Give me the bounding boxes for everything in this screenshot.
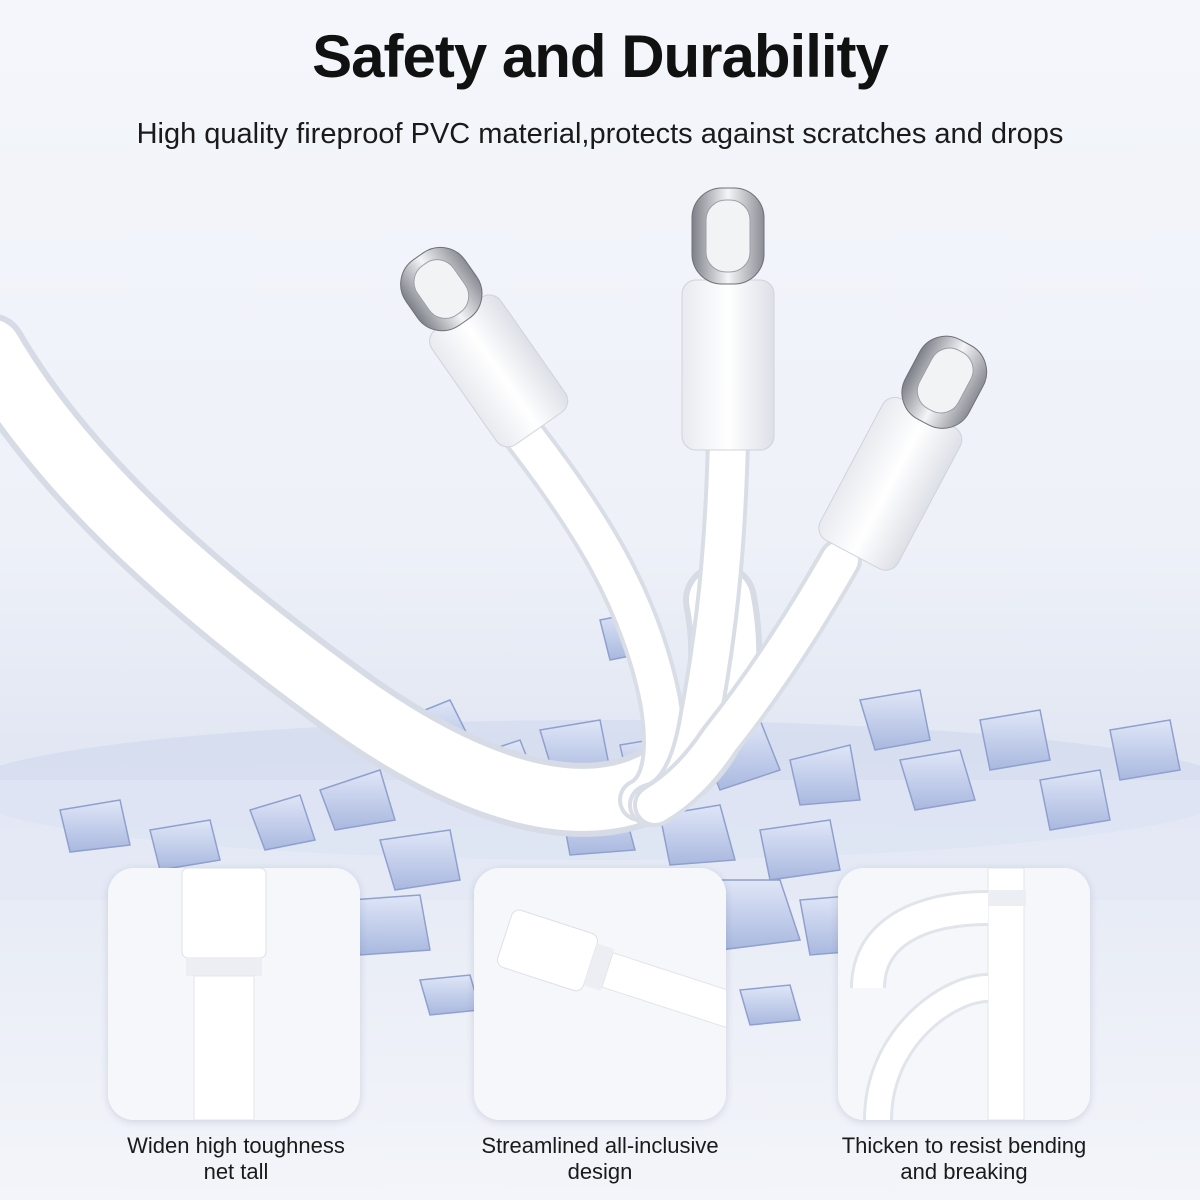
page-title: Safety and Durability <box>312 23 889 90</box>
feature-card-streamlined <box>474 868 726 1120</box>
cable-strain-relief-icon <box>108 868 360 1120</box>
feature-label-streamlined: Streamlined all-inclusive design <box>481 1133 719 1184</box>
cable-bend-icon <box>838 868 1090 1120</box>
feature-card-bending <box>838 868 1090 1120</box>
feature-label-bending: Thicken to resist bending and breaking <box>841 1133 1087 1184</box>
feature-label-toughness: Widen high toughness net tall <box>127 1133 345 1184</box>
feature-card-toughness <box>108 868 360 1120</box>
cable-connector-icon <box>474 868 726 1120</box>
page-subtitle: High quality fireproof PVC material,prot… <box>136 118 1064 150</box>
cable-right <box>633 335 988 827</box>
